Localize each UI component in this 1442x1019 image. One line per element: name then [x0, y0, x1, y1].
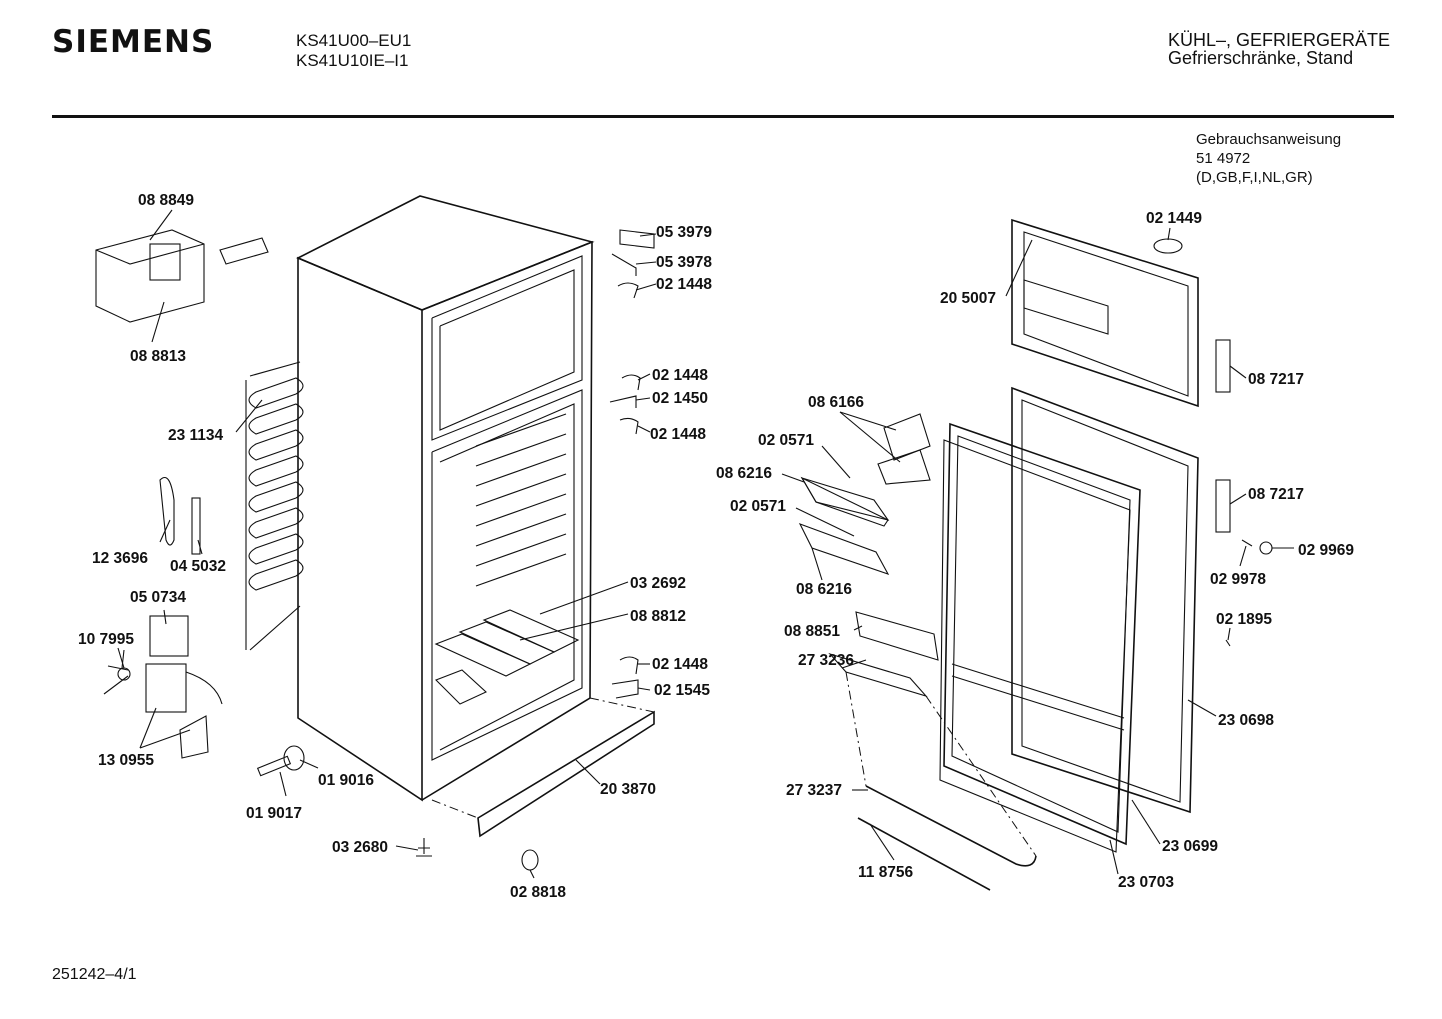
model-number-1: KS41U00–EU1 [296, 31, 412, 50]
fan-motor-parts [103, 615, 223, 759]
part-label-088812: 08 8812 [630, 608, 686, 625]
door-liner [939, 439, 1131, 853]
base-grille [431, 697, 655, 838]
part-label-020571-2: 02 0571 [730, 498, 786, 515]
cabinet-body [296, 195, 595, 802]
category-subtitle: Gefrierschränke, Stand [1168, 48, 1354, 68]
part-label-029969: 02 9969 [1298, 542, 1354, 559]
part-label-019016: 01 9016 [318, 772, 374, 789]
freezer-shelves [434, 609, 580, 705]
category-title: KÜHL–, GEFRIERGERÄTE [1168, 30, 1391, 50]
part-label-087217-1: 08 7217 [1248, 371, 1304, 388]
part-label-088849: 08 8849 [138, 192, 194, 209]
model-number-2: KS41U10IE–I1 [296, 51, 409, 70]
part-label-050734: 05 0734 [130, 589, 186, 606]
door-bins [798, 413, 1037, 891]
part-label-205007: 20 5007 [940, 290, 996, 307]
part-label-088813: 08 8813 [130, 348, 186, 365]
sensor-parts [159, 476, 201, 555]
part-label-086166: 08 6166 [808, 394, 864, 411]
manual-languages: (D,GB,F,I,NL,GR) [1196, 169, 1313, 186]
part-label-021545: 02 1545 [654, 682, 710, 699]
part-label-019017: 01 9017 [246, 805, 302, 822]
part-label-087217-2: 08 7217 [1248, 486, 1304, 503]
door-gasket [1011, 386, 1199, 814]
part-label-032680: 03 2680 [332, 839, 388, 856]
part-label-107995: 10 7995 [78, 631, 134, 648]
part-label-021449: 02 1449 [1146, 210, 1202, 227]
part-label-231134: 23 1134 [168, 427, 224, 444]
part-label-029978: 02 9978 [1210, 571, 1266, 588]
part-label-021448-1: 02 1448 [656, 276, 712, 293]
part-label-118756: 11 8756 [858, 864, 914, 881]
header-rule [52, 115, 1394, 118]
part-label-020571-1: 02 0571 [758, 432, 814, 449]
part-numbers: 08 8849 08 8813 23 1134 12 3696 04 5032 … [78, 192, 1354, 901]
part-label-045032: 04 5032 [170, 558, 226, 575]
part-label-086216-1: 08 6216 [716, 465, 772, 482]
part-label-021895: 02 1895 [1216, 611, 1272, 628]
control-panel [1011, 218, 1199, 408]
part-label-088851: 08 8851 [784, 623, 840, 640]
part-label-230698: 23 0698 [1218, 712, 1274, 729]
part-label-230703: 23 0703 [1118, 874, 1174, 891]
part-label-130955: 13 0955 [98, 752, 154, 769]
condenser-coil [245, 361, 304, 651]
document-id: 251242–4/1 [52, 966, 137, 983]
manual-title: Gebrauchsanweisung [1196, 131, 1342, 148]
part-label-021450: 02 1450 [652, 390, 708, 407]
part-label-230699: 23 0699 [1162, 838, 1218, 855]
part-label-028818: 02 8818 [510, 884, 566, 901]
part-label-123696: 12 3696 [92, 550, 148, 567]
part-label-021448-2: 02 1448 [652, 367, 708, 384]
part-label-032692: 03 2692 [630, 575, 686, 592]
evaporator-coils [475, 413, 567, 587]
part-label-021448-4: 02 1448 [652, 656, 708, 673]
door-panel [943, 422, 1141, 846]
part-label-053979: 05 3979 [656, 224, 712, 241]
part-label-273236: 27 3236 [798, 652, 854, 669]
leader-lines [121, 209, 1294, 879]
part-label-053978: 05 3978 [656, 254, 712, 271]
part-label-273237: 27 3237 [786, 782, 842, 799]
part-label-021448-3: 02 1448 [650, 426, 706, 443]
part-label-203870: 20 3870 [600, 781, 656, 798]
manual-number: 51 4972 [1196, 150, 1251, 167]
siemens-logo: SIEMENS [52, 24, 215, 60]
door-small-parts [1153, 238, 1273, 647]
part-label-086216-2: 08 6216 [796, 581, 852, 598]
thermostat-housing [95, 229, 269, 323]
